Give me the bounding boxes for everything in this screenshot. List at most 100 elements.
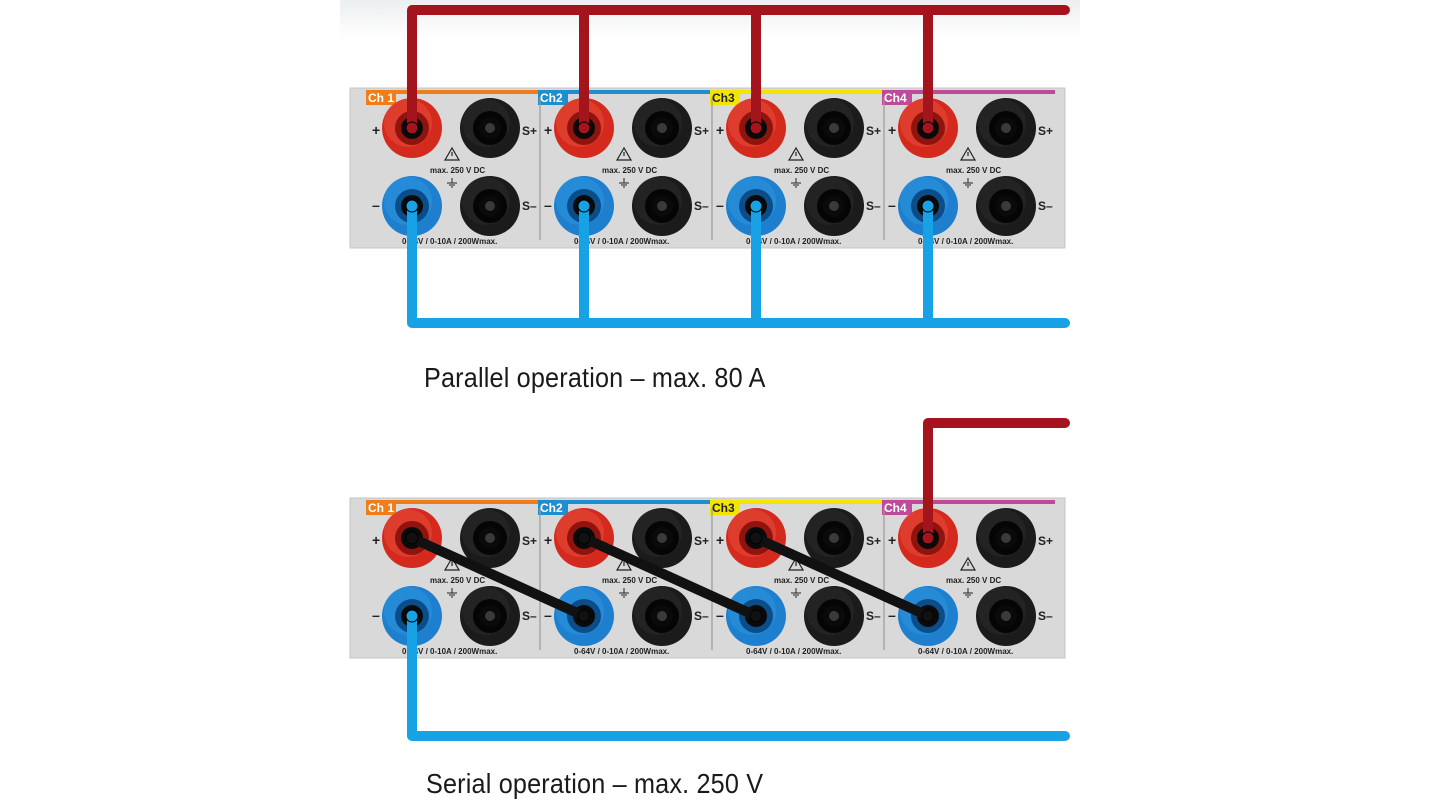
warning-icon <box>443 146 461 161</box>
plus-label: + <box>716 532 724 548</box>
warning-icon <box>787 146 805 161</box>
plug-tip <box>921 531 935 545</box>
channel-label: Ch3 <box>712 501 735 515</box>
sense-minus-label: S– <box>522 609 537 623</box>
negative-bus-wire <box>407 201 1070 328</box>
sense-minus-label: S– <box>694 609 709 623</box>
channel-tag <box>538 90 568 105</box>
black-jack <box>460 508 520 568</box>
channel-tag <box>366 500 396 515</box>
black-jack <box>632 586 692 646</box>
channel-rating-label: 0-64V / 0-10A / 200Wmax. <box>746 237 841 246</box>
plug-tip <box>577 199 591 213</box>
black-jack <box>632 98 692 158</box>
plug-tip <box>577 121 591 135</box>
minus-label: – <box>716 197 724 213</box>
minus-label: – <box>888 607 896 623</box>
warning-icon <box>959 146 977 161</box>
channel-rating-label: 0-64V / 0-10A / 200Wmax. <box>402 647 497 656</box>
channel-tag <box>882 90 912 105</box>
channel-bar <box>882 90 1055 94</box>
positive-bus-wire <box>407 5 1070 133</box>
channel-rating-label: 0-64V / 0-10A / 200Wmax. <box>918 237 1013 246</box>
sense-plus-label: S+ <box>1038 124 1053 138</box>
plug-tip <box>921 609 935 623</box>
plug-tip <box>921 121 935 135</box>
plus-label: + <box>544 532 552 548</box>
plug-tip <box>405 531 419 545</box>
plug-tip <box>577 609 591 623</box>
max-voltage-label: max. 250 V DC <box>774 166 829 175</box>
sense-minus-label: S– <box>866 199 881 213</box>
channel-tag <box>366 90 396 105</box>
minus-label: – <box>716 607 724 623</box>
warning-icon <box>615 146 633 161</box>
plug-tip <box>577 531 591 545</box>
warning-icon <box>443 556 461 571</box>
plus-label: + <box>372 122 380 138</box>
black-jack <box>460 98 520 158</box>
sense-plus-label: S+ <box>866 124 881 138</box>
black-jack <box>632 176 692 236</box>
channel-bar <box>710 500 884 504</box>
black-jack <box>976 508 1036 568</box>
plus-label: + <box>544 122 552 138</box>
positive-output-wire <box>923 418 1070 543</box>
plus-label: + <box>888 532 896 548</box>
max-voltage-label: max. 250 V DC <box>430 576 485 585</box>
plug-tip <box>749 531 763 545</box>
channel-bar <box>366 90 540 94</box>
parallel-operation-caption: Parallel operation – max. 80 A <box>424 362 766 393</box>
plug-tip <box>405 121 419 135</box>
plug-tip <box>405 609 419 623</box>
channel-tag <box>882 500 912 515</box>
black-jack <box>804 508 864 568</box>
negative-output-wire <box>407 611 1070 741</box>
max-voltage-label: max. 250 V DC <box>602 576 657 585</box>
sense-minus-label: S– <box>866 609 881 623</box>
warning-icon <box>787 556 805 571</box>
sense-minus-label: S– <box>1038 609 1053 623</box>
plus-label: + <box>716 122 724 138</box>
channel-bar <box>538 90 714 94</box>
minus-label: – <box>888 197 896 213</box>
sense-plus-label: S+ <box>1038 534 1053 548</box>
channel-bar <box>538 500 714 504</box>
channel-rating-label: 0-64V / 0-10A / 200Wmax. <box>574 237 669 246</box>
channel-label: Ch3 <box>712 91 735 105</box>
max-voltage-label: max. 250 V DC <box>946 576 1001 585</box>
black-jack <box>632 508 692 568</box>
serial-operation-caption: Serial operation – max. 250 V <box>426 768 764 799</box>
plug-tip <box>749 609 763 623</box>
channel-tag <box>710 90 740 105</box>
black-jack <box>976 586 1036 646</box>
black-jack <box>460 176 520 236</box>
black-jack <box>804 176 864 236</box>
sense-plus-label: S+ <box>866 534 881 548</box>
sense-plus-label: S+ <box>694 534 709 548</box>
sense-minus-label: S– <box>694 199 709 213</box>
channel-rating-label: 0-64V / 0-10A / 200Wmax. <box>574 647 669 656</box>
warning-icon <box>959 556 977 571</box>
plug-tip <box>921 199 935 213</box>
channel-rating-label: 0-64V / 0-10A / 200Wmax. <box>402 237 497 246</box>
channel-label: Ch4 <box>884 501 907 515</box>
series-bridge-wire <box>751 533 933 621</box>
channel-label: Ch2 <box>540 91 563 105</box>
plug-tip <box>749 121 763 135</box>
sense-minus-label: S– <box>522 199 537 213</box>
channel-tag <box>710 500 740 515</box>
channel-tag <box>538 500 568 515</box>
black-jack <box>976 176 1036 236</box>
series-bridge-wire <box>579 533 761 621</box>
minus-label: – <box>544 197 552 213</box>
minus-label: – <box>372 197 380 213</box>
max-voltage-label: max. 250 V DC <box>774 576 829 585</box>
channel-bar <box>710 90 884 94</box>
plus-label: + <box>372 532 380 548</box>
minus-label: – <box>372 607 380 623</box>
plug-tip <box>749 199 763 213</box>
